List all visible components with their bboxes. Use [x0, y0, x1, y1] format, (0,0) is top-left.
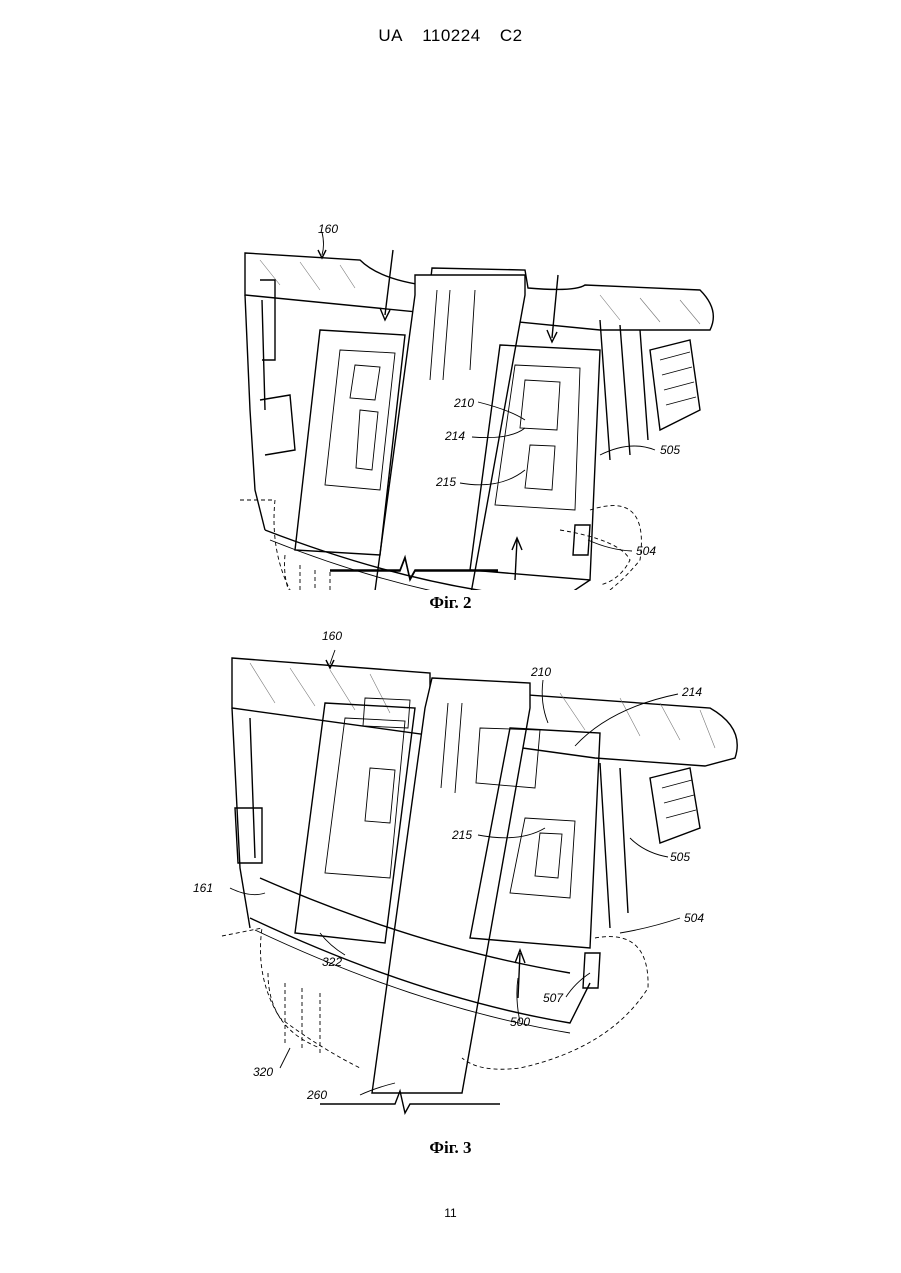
figure-3-caption: Фіг. 3	[0, 1138, 901, 1158]
label-215: 215	[435, 475, 456, 489]
label-507: 507	[543, 991, 564, 1005]
patent-header: UA 110224 C2	[0, 26, 901, 46]
label-210: 210	[453, 396, 474, 410]
label-260: 260	[306, 1088, 327, 1102]
label-504: 504	[684, 911, 704, 925]
label-504: 504	[636, 544, 656, 558]
label-161: 161	[193, 881, 213, 895]
label-214: 214	[444, 429, 465, 443]
label-160: 160	[318, 222, 338, 236]
patent-country: UA	[378, 26, 403, 45]
patent-kind: C2	[500, 26, 523, 45]
label-505: 505	[670, 850, 690, 864]
figure-2-drawing: 160 210 214 215 505 504 260 500	[0, 110, 901, 590]
page-number: 11	[0, 1206, 901, 1220]
label-320: 320	[253, 1065, 273, 1079]
figure-3: 160 210 214 215 505 161 504 322 507 500 …	[0, 628, 901, 1138]
label-215: 215	[451, 828, 472, 842]
label-160: 160	[322, 629, 342, 643]
label-214: 214	[681, 685, 702, 699]
figure-3-drawing: 160 210 214 215 505 161 504 322 507 500 …	[0, 628, 901, 1138]
label-500: 500	[510, 1015, 530, 1029]
label-210: 210	[530, 665, 551, 679]
label-505: 505	[660, 443, 680, 457]
patent-number: 110224	[422, 26, 480, 45]
figure-2-caption: Фіг. 2	[0, 593, 901, 613]
figure-2: 160 210 214 215 505 504 260 500	[0, 110, 901, 590]
label-322: 322	[322, 955, 342, 969]
